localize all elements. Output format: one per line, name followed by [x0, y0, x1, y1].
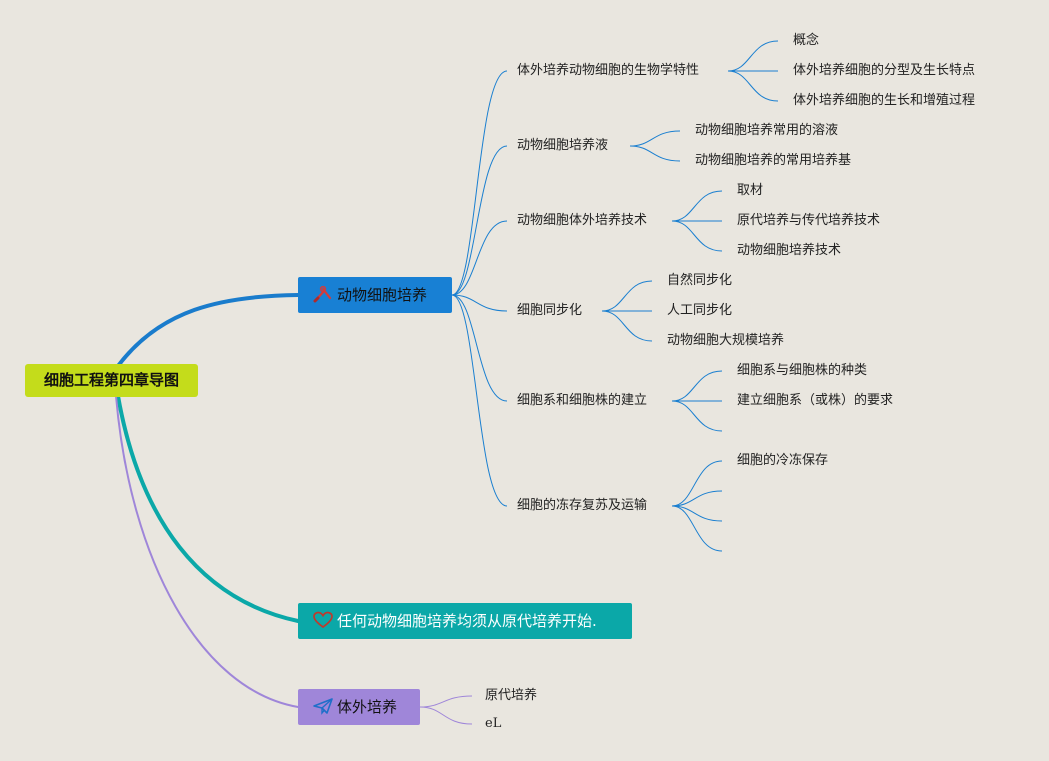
leaf-node[interactable]: 建立细胞系（或株）的要求: [737, 393, 894, 408]
main-node-label: 体外培养: [337, 698, 398, 716]
leaf-node[interactable]: 动物细胞大规模培养: [667, 333, 785, 348]
leaf-connector: [671, 190, 723, 222]
paper-plane-icon: [313, 698, 333, 715]
tools-icon: [313, 285, 332, 303]
branch-connector: [451, 145, 508, 296]
branch-connector: [451, 294, 508, 402]
leaf-node[interactable]: 概念: [793, 33, 820, 48]
main-node-animal-cell-culture[interactable]: 动物细胞培养: [298, 277, 452, 313]
leaf-node[interactable]: 细胞的冷冻保存: [737, 453, 829, 468]
subtopic-node[interactable]: 细胞系和细胞株的建立: [517, 393, 648, 408]
subtopic-node[interactable]: 细胞同步化: [517, 303, 583, 318]
main-node-in-vitro-culture[interactable]: 体外培养: [298, 689, 420, 725]
leaf-node[interactable]: 原代培养与传代培养技术: [737, 213, 881, 228]
leaf-connector: [601, 310, 653, 342]
root-node[interactable]: 细胞工程第四章导图: [25, 364, 198, 397]
leaf-node-primary-culture[interactable]: 原代培养: [485, 688, 538, 703]
leaf-connector: [727, 70, 779, 102]
leaf-connector: [671, 490, 723, 507]
main-node-label: 动物细胞培养: [337, 286, 428, 304]
main-node-primary-culture-note[interactable]: 任何动物细胞培养均须从原代培养开始.: [298, 603, 632, 639]
leaf-connector: [671, 505, 723, 522]
leaf-connector: [727, 40, 779, 72]
leaf-node[interactable]: 自然同步化: [667, 273, 733, 288]
leaf-connector: [601, 280, 653, 312]
leaf-connector: [671, 460, 723, 507]
leaf-node[interactable]: 体外培养细胞的生长和增殖过程: [793, 93, 976, 108]
leaf-connector: [671, 370, 723, 402]
subtopic-node[interactable]: 动物细胞培养液: [517, 138, 609, 153]
leaf-connector: [671, 505, 723, 552]
root-label: 细胞工程第四章导图: [43, 371, 179, 389]
leaf-connector: [629, 145, 681, 162]
leaf-node-el[interactable]: eL: [485, 716, 502, 731]
subtopic-node[interactable]: 细胞的冻存复苏及运输: [517, 498, 648, 513]
subtopic-node[interactable]: 体外培养动物细胞的生物学特性: [517, 63, 700, 78]
root-to-main3-line: [115, 395, 299, 708]
leaf-node[interactable]: 动物细胞培养技术: [737, 243, 842, 258]
branch-connector: [451, 220, 508, 296]
leaf-node[interactable]: 体外培养细胞的分型及生长特点: [793, 63, 976, 78]
root-to-main2-line: [116, 394, 300, 623]
leaf-connector: [629, 130, 681, 147]
subtopic-node[interactable]: 动物细胞体外培养技术: [517, 213, 648, 228]
leaf-node[interactable]: 细胞系与细胞株的种类: [737, 363, 868, 378]
leaf-node[interactable]: 动物细胞培养常用的溶液: [695, 123, 839, 138]
leaf-connector: [671, 220, 723, 252]
leaf-node[interactable]: 取材: [737, 183, 764, 198]
root-to-main1-line: [116, 293, 300, 368]
branch-connector: [451, 70, 508, 296]
branch-connector: [451, 294, 508, 507]
branch-connector: [451, 294, 508, 312]
leaf-node[interactable]: 人工同步化: [667, 303, 733, 318]
leaf-connector: [419, 706, 473, 725]
leaf-connector: [419, 695, 473, 708]
heart-icon: [313, 611, 333, 629]
main-node-label: 任何动物细胞培养均须从原代培养开始.: [337, 612, 597, 630]
leaf-connector: [671, 400, 723, 432]
leaf-node[interactable]: 动物细胞培养的常用培养基: [695, 153, 852, 168]
